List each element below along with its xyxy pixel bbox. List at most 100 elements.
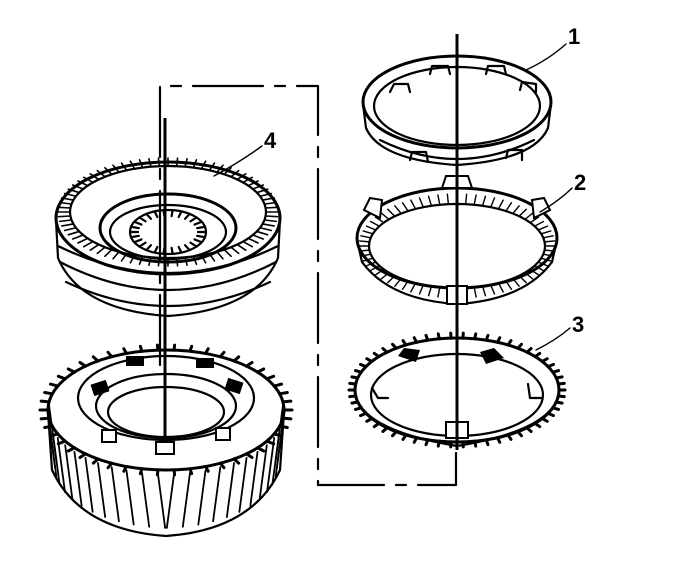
- hatch-stroke: [230, 169, 240, 178]
- hatch-stroke: [58, 219, 73, 223]
- hatch-stroke: [263, 219, 278, 223]
- hatch-stroke: [66, 446, 76, 453]
- hatch-stroke: [200, 160, 207, 170]
- hatch-stroke: [358, 249, 371, 252]
- hatch-stroke: [533, 421, 542, 429]
- hatch-stroke: [204, 347, 210, 355]
- hatch-stroke: [196, 225, 206, 230]
- hatch-stroke: [551, 406, 560, 411]
- hatch-stroke: [401, 202, 409, 212]
- hatch-stroke: [157, 157, 161, 167]
- hatch-stroke: [489, 284, 496, 295]
- hatch-stroke: [365, 417, 374, 423]
- hatch-stroke: [245, 360, 254, 368]
- hatch-stroke: [197, 469, 207, 526]
- hatch-stroke: [556, 381, 566, 386]
- hatch-stroke: [518, 274, 527, 284]
- hatch-stroke: [172, 343, 177, 352]
- hatch-stroke: [437, 286, 441, 298]
- hatch-stroke: [529, 216, 540, 224]
- hatch-stroke: [188, 467, 194, 476]
- hatch-stroke: [374, 216, 385, 224]
- hatch-stroke: [232, 457, 241, 465]
- hatch-stroke: [350, 375, 360, 380]
- hatch-stroke: [473, 194, 477, 206]
- hatch-stroke: [130, 234, 140, 239]
- hatch-stroke: [365, 261, 377, 267]
- hatch-stroke: [365, 225, 377, 231]
- hatch-stroke: [56, 439, 67, 446]
- hatch-stroke: [446, 193, 450, 205]
- hatch-stroke: [48, 404, 58, 461]
- hatch-stroke: [401, 433, 408, 441]
- hatch-stroke: [543, 240, 556, 243]
- hatch-stroke: [506, 433, 513, 441]
- hatch-stroke: [138, 344, 144, 353]
- hatch-stroke: [212, 466, 222, 523]
- hatch-stroke: [259, 226, 273, 232]
- hatch-stroke: [265, 374, 276, 381]
- hatch-stroke: [525, 347, 533, 354]
- hatch-stroke: [192, 159, 198, 169]
- hatch-stroke: [133, 220, 143, 226]
- hatch-stroke: [39, 399, 51, 404]
- hatch-stroke: [256, 188, 269, 194]
- hatch-stroke: [401, 280, 409, 290]
- hatch-stroke: [183, 212, 191, 220]
- hatch-stroke: [481, 285, 487, 297]
- hatch-stroke: [148, 158, 152, 168]
- hatch-stroke: [184, 158, 188, 168]
- hatch-stroke: [540, 230, 552, 235]
- hatch-stroke: [516, 430, 523, 438]
- hatch-stroke: [112, 164, 120, 173]
- hatch-stroke: [546, 411, 556, 418]
- hatch-stroke: [73, 450, 83, 507]
- hatch-stroke: [362, 230, 374, 235]
- hatch-stroke: [232, 355, 241, 363]
- hatch-stroke: [537, 225, 549, 231]
- leader-lines: [213, 43, 573, 351]
- hatch-stroke: [427, 285, 433, 297]
- hatch-stroke: [554, 375, 564, 380]
- hatch-stroke: [540, 417, 549, 423]
- hatch-stroke: [381, 426, 389, 433]
- center-axis-line: [163, 34, 459, 450]
- hatch-stroke: [512, 205, 520, 215]
- hatch-stroke: [412, 336, 419, 344]
- callout-3: 3: [572, 312, 584, 337]
- hatch-stroke: [89, 243, 100, 251]
- hatch-stroke: [380, 212, 390, 221]
- hatch-stroke: [263, 201, 278, 205]
- hatch-stroke: [230, 246, 240, 255]
- callout-4: 4: [264, 128, 277, 153]
- hatch-stroke: [97, 462, 107, 518]
- hatch-stroke: [418, 284, 425, 295]
- hatch-stroke: [189, 241, 198, 248]
- hatch-stroke: [266, 437, 276, 493]
- hatch-stroke: [348, 394, 358, 399]
- hatch-stroke: [391, 342, 398, 350]
- hatch-stroke: [122, 347, 128, 355]
- hatch-stroke: [437, 194, 441, 206]
- hatch-stroke: [464, 193, 468, 205]
- hatch-stroke: [516, 342, 523, 350]
- hatch-stroke: [196, 234, 206, 239]
- hatch-stroke: [106, 350, 114, 359]
- hatch-stroke: [489, 197, 496, 208]
- hatch-stroke: [48, 382, 60, 388]
- hatch-stroke: [518, 208, 527, 218]
- hatch-stroke: [60, 223, 75, 227]
- hatch-stroke: [63, 192, 77, 198]
- hatch-stroke: [540, 257, 552, 262]
- hatch-stroke: [506, 339, 513, 347]
- hatch-stroke: [481, 195, 487, 207]
- hatch-stroke: [242, 176, 254, 184]
- hatch-stroke: [381, 347, 389, 354]
- hatch-stroke: [495, 436, 502, 444]
- hatch-stroke: [238, 456, 248, 513]
- hatch-stroke: [208, 162, 216, 172]
- hatch-stroke: [242, 240, 254, 248]
- hatch-stroke: [216, 251, 224, 260]
- hatch-stroke: [436, 439, 441, 448]
- hatch-stroke: [497, 282, 504, 293]
